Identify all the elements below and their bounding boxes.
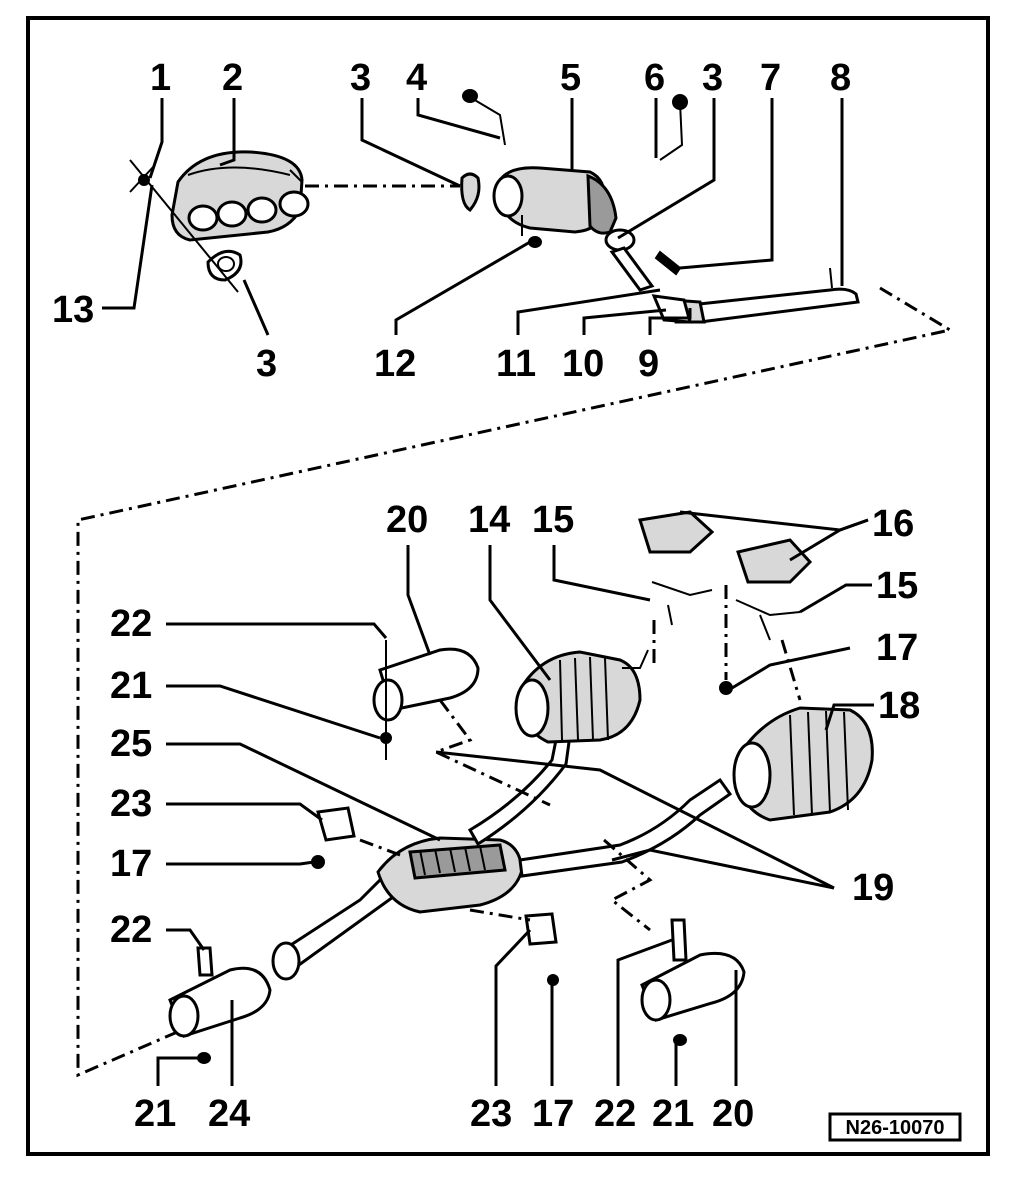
callout-18: 18 bbox=[878, 685, 920, 727]
callout-11: 11 bbox=[496, 343, 536, 385]
clamp-upper-left bbox=[372, 640, 480, 760]
callout-17b: 17 bbox=[110, 843, 152, 885]
hanger-brackets bbox=[638, 510, 813, 641]
callout-14: 14 bbox=[468, 499, 510, 541]
reference-code-label: N26-10070 bbox=[846, 1117, 945, 1139]
rubber-mounts bbox=[316, 806, 558, 946]
callout-5: 5 bbox=[560, 57, 581, 99]
front-gasket bbox=[460, 172, 481, 212]
callout-6: 6 bbox=[644, 57, 665, 99]
callout-9: 9 bbox=[638, 343, 659, 385]
diagram-frame bbox=[26, 16, 990, 1156]
clamp-lower-right bbox=[640, 918, 746, 1046]
callout-19: 19 bbox=[852, 867, 894, 909]
callout-7: 7 bbox=[760, 57, 781, 99]
callout-22c: 22 bbox=[594, 1093, 636, 1135]
silencer-dash-lines bbox=[432, 699, 551, 807]
callout-17c: 17 bbox=[532, 1093, 574, 1135]
front-pipe bbox=[670, 267, 860, 324]
catalytic-converter bbox=[492, 166, 655, 292]
callout-25: 25 bbox=[110, 723, 152, 765]
rear-silencer-right bbox=[732, 706, 874, 822]
callout-20b: 20 bbox=[712, 1093, 754, 1135]
clamp-lower-left bbox=[168, 946, 272, 1064]
callout-13: 13 bbox=[52, 289, 94, 331]
callout-1: 1 bbox=[150, 57, 171, 99]
callout-3b: 3 bbox=[702, 57, 723, 99]
callout-22b: 22 bbox=[110, 909, 152, 951]
callout-23b: 23 bbox=[470, 1093, 512, 1135]
callout-23a: 23 bbox=[110, 783, 152, 825]
converter-bolt bbox=[654, 250, 682, 276]
callout-21b: 21 bbox=[652, 1093, 694, 1135]
callout-8: 8 bbox=[830, 57, 851, 99]
callout-22a: 22 bbox=[110, 603, 152, 645]
callout-21c: 21 bbox=[134, 1093, 176, 1135]
oxygen-sensor-front bbox=[462, 89, 506, 146]
callout-12: 12 bbox=[374, 343, 416, 385]
callout-3c: 3 bbox=[256, 343, 277, 385]
front-silencer-left bbox=[514, 649, 649, 744]
callout-3a: 3 bbox=[350, 57, 371, 99]
callout-4: 4 bbox=[406, 57, 427, 99]
callout-10: 10 bbox=[562, 343, 604, 385]
callout-16: 16 bbox=[872, 503, 914, 545]
exhaust-manifold bbox=[170, 150, 310, 242]
callout-21a: 21 bbox=[110, 665, 152, 707]
callout-17a: 17 bbox=[876, 627, 918, 669]
callout-15b: 15 bbox=[876, 565, 918, 607]
manifold-studs bbox=[129, 159, 239, 293]
oxygen-sensor-rear bbox=[659, 94, 688, 161]
callout-24: 24 bbox=[208, 1093, 250, 1135]
callout-20a: 20 bbox=[386, 499, 428, 541]
callout-15a: 15 bbox=[532, 499, 574, 541]
callout-2: 2 bbox=[222, 57, 243, 99]
manifold-gasket bbox=[206, 249, 243, 282]
reference-code-box: N26-10070 bbox=[828, 1112, 962, 1142]
assembly-connection-line bbox=[76, 286, 955, 1078]
